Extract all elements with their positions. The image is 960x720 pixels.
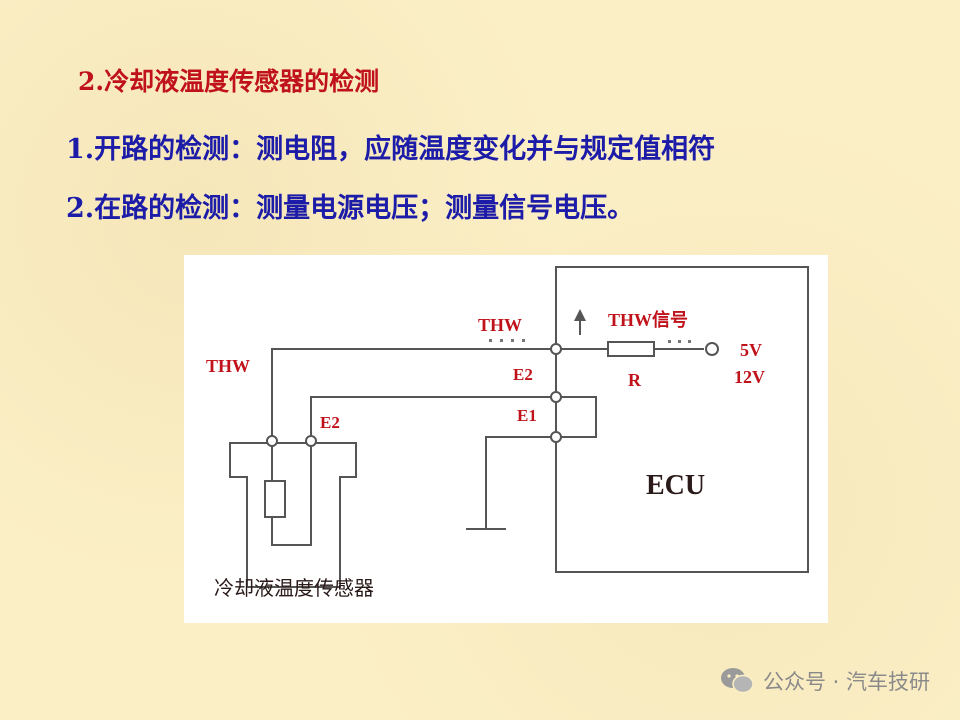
supply-5v-label: 5V xyxy=(740,340,762,360)
supply-12v-label: 12V xyxy=(734,367,765,387)
watermark: 公众号 · 汽车技研 xyxy=(719,666,930,696)
thermistor-symbol xyxy=(264,480,286,518)
e2-wire xyxy=(310,396,556,441)
e2-left-label: E2 xyxy=(320,413,340,432)
ecu-label: ECU xyxy=(646,470,705,501)
terminal-thw-ecu xyxy=(550,343,562,355)
thw-wire xyxy=(271,348,556,441)
wechat-icon xyxy=(720,668,754,694)
sensor-housing xyxy=(229,442,357,588)
signal-arrow-head xyxy=(574,309,586,321)
circuit-svg: THW E2 THW THW信号 E2 E1 R 5V 12V ECU 冷却液温… xyxy=(206,266,809,600)
sensor-circuit-diagram: THW E2 THW THW信号 E2 E1 R 5V 12V ECU 冷却液温… xyxy=(184,255,828,623)
ecu-box xyxy=(555,266,809,573)
e2-right-label: E2 xyxy=(513,365,533,384)
sensor-internal-wire xyxy=(271,441,312,546)
thw-left-label: THW xyxy=(206,356,250,376)
terminal-e2-sensor xyxy=(305,435,317,447)
terminal-e1-ecu xyxy=(550,431,562,443)
watermark-text: 公众号 · 汽车技研 xyxy=(762,670,930,694)
open-circuit-test-line: 1.开路的检测：测电阻，应随温度变化并与规定值相符 xyxy=(66,134,716,165)
thw-signal-label: THW信号 xyxy=(608,309,688,330)
ecu-internal-wire xyxy=(556,348,704,438)
sensor-caption: 冷却液温度传感器 xyxy=(214,577,374,600)
in-circuit-test-line: 2.在路的检测：测量电源电压；测量信号电压。 xyxy=(66,193,635,224)
thw-top-label: THW xyxy=(478,315,522,335)
e1-wire xyxy=(485,436,556,529)
terminal-thw-sensor xyxy=(266,435,278,447)
resistor-r xyxy=(607,341,655,357)
terminal-e2-ecu xyxy=(550,391,562,403)
e1-right-label: E1 xyxy=(517,406,537,425)
slide-title: 2.冷却液温度传感器的检测 xyxy=(78,67,380,96)
terminal-supply xyxy=(705,342,719,356)
resistor-label: R xyxy=(628,370,642,390)
